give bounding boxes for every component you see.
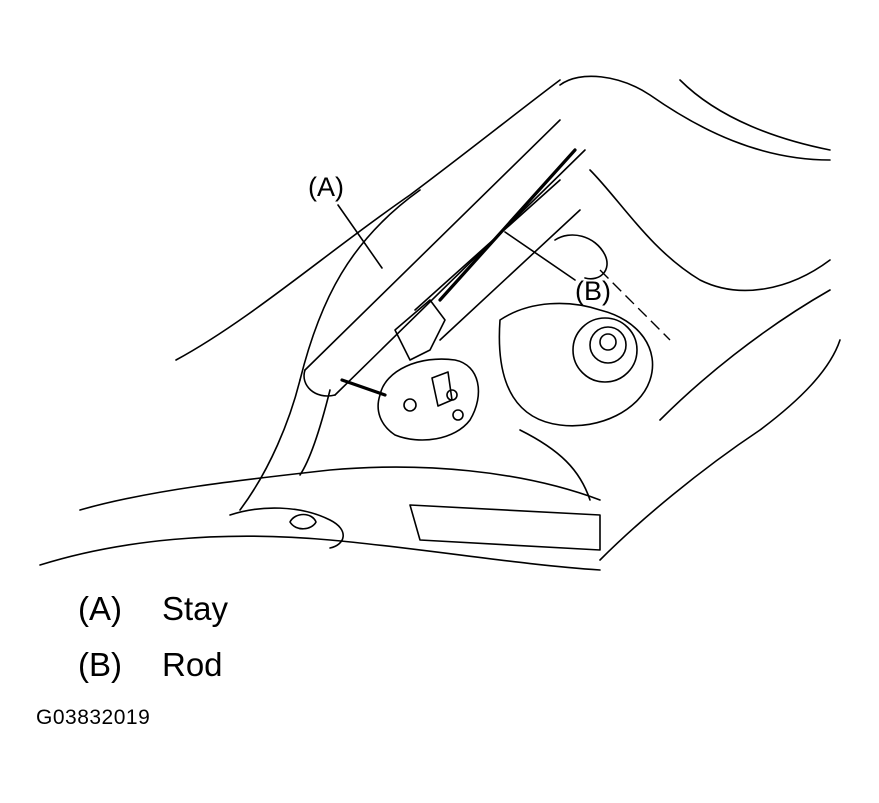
rod-line [438,148,577,302]
bolt-head [589,326,627,364]
bracket-hole-1 [403,398,417,412]
left-wall-edge [239,379,301,511]
rod-body-upper [414,179,561,311]
figure-code: G03832019 [36,706,151,729]
bracket-hole-3 [452,409,464,421]
connector-knob [554,234,608,280]
rod-body-lower [439,209,581,341]
bolt-outer [572,317,638,383]
leader-a [337,204,383,269]
mechanism-housing [498,302,654,427]
bolt-leader-dashed [599,269,671,341]
upper-right-component [559,75,831,161]
bolt-center [599,333,617,351]
rod-clamp [394,299,446,361]
right-lower-panel-2 [599,339,841,561]
stay-bar-lower-edge [334,149,586,396]
floor-hole [289,513,317,530]
floor-panel-edge [229,507,344,549]
floor-crossmember-top [79,466,601,511]
lower-support-left [299,389,331,476]
callout-a-label: (A) [308,172,344,202]
legend-item-stay: (A) Stay [78,589,228,629]
leader-b [504,231,576,281]
rod-lower-line [340,378,387,397]
upper-right-housing-edge [679,79,831,151]
lower-bracket [377,358,480,441]
legend-label: Rod [162,646,223,683]
legend-key: (B) [78,646,122,683]
floor-crossmember-bottom [39,535,601,571]
stay-bar-end [303,369,336,397]
legend-label: Stay [162,590,229,627]
floor-recess [409,504,601,551]
legend-key: (A) [78,590,122,627]
legend-item-rod: (B) Rod [78,645,223,685]
upper-right-component-lower [589,169,831,292]
body-panel-curve [175,79,561,361]
right-lower-panel [659,289,831,421]
lower-support-right [519,429,591,501]
body-panel-inner-curve [299,189,421,381]
bracket-slot [431,371,453,407]
stay-bar-upper-edge [304,119,561,371]
callout-b-label: (B) [575,276,611,306]
